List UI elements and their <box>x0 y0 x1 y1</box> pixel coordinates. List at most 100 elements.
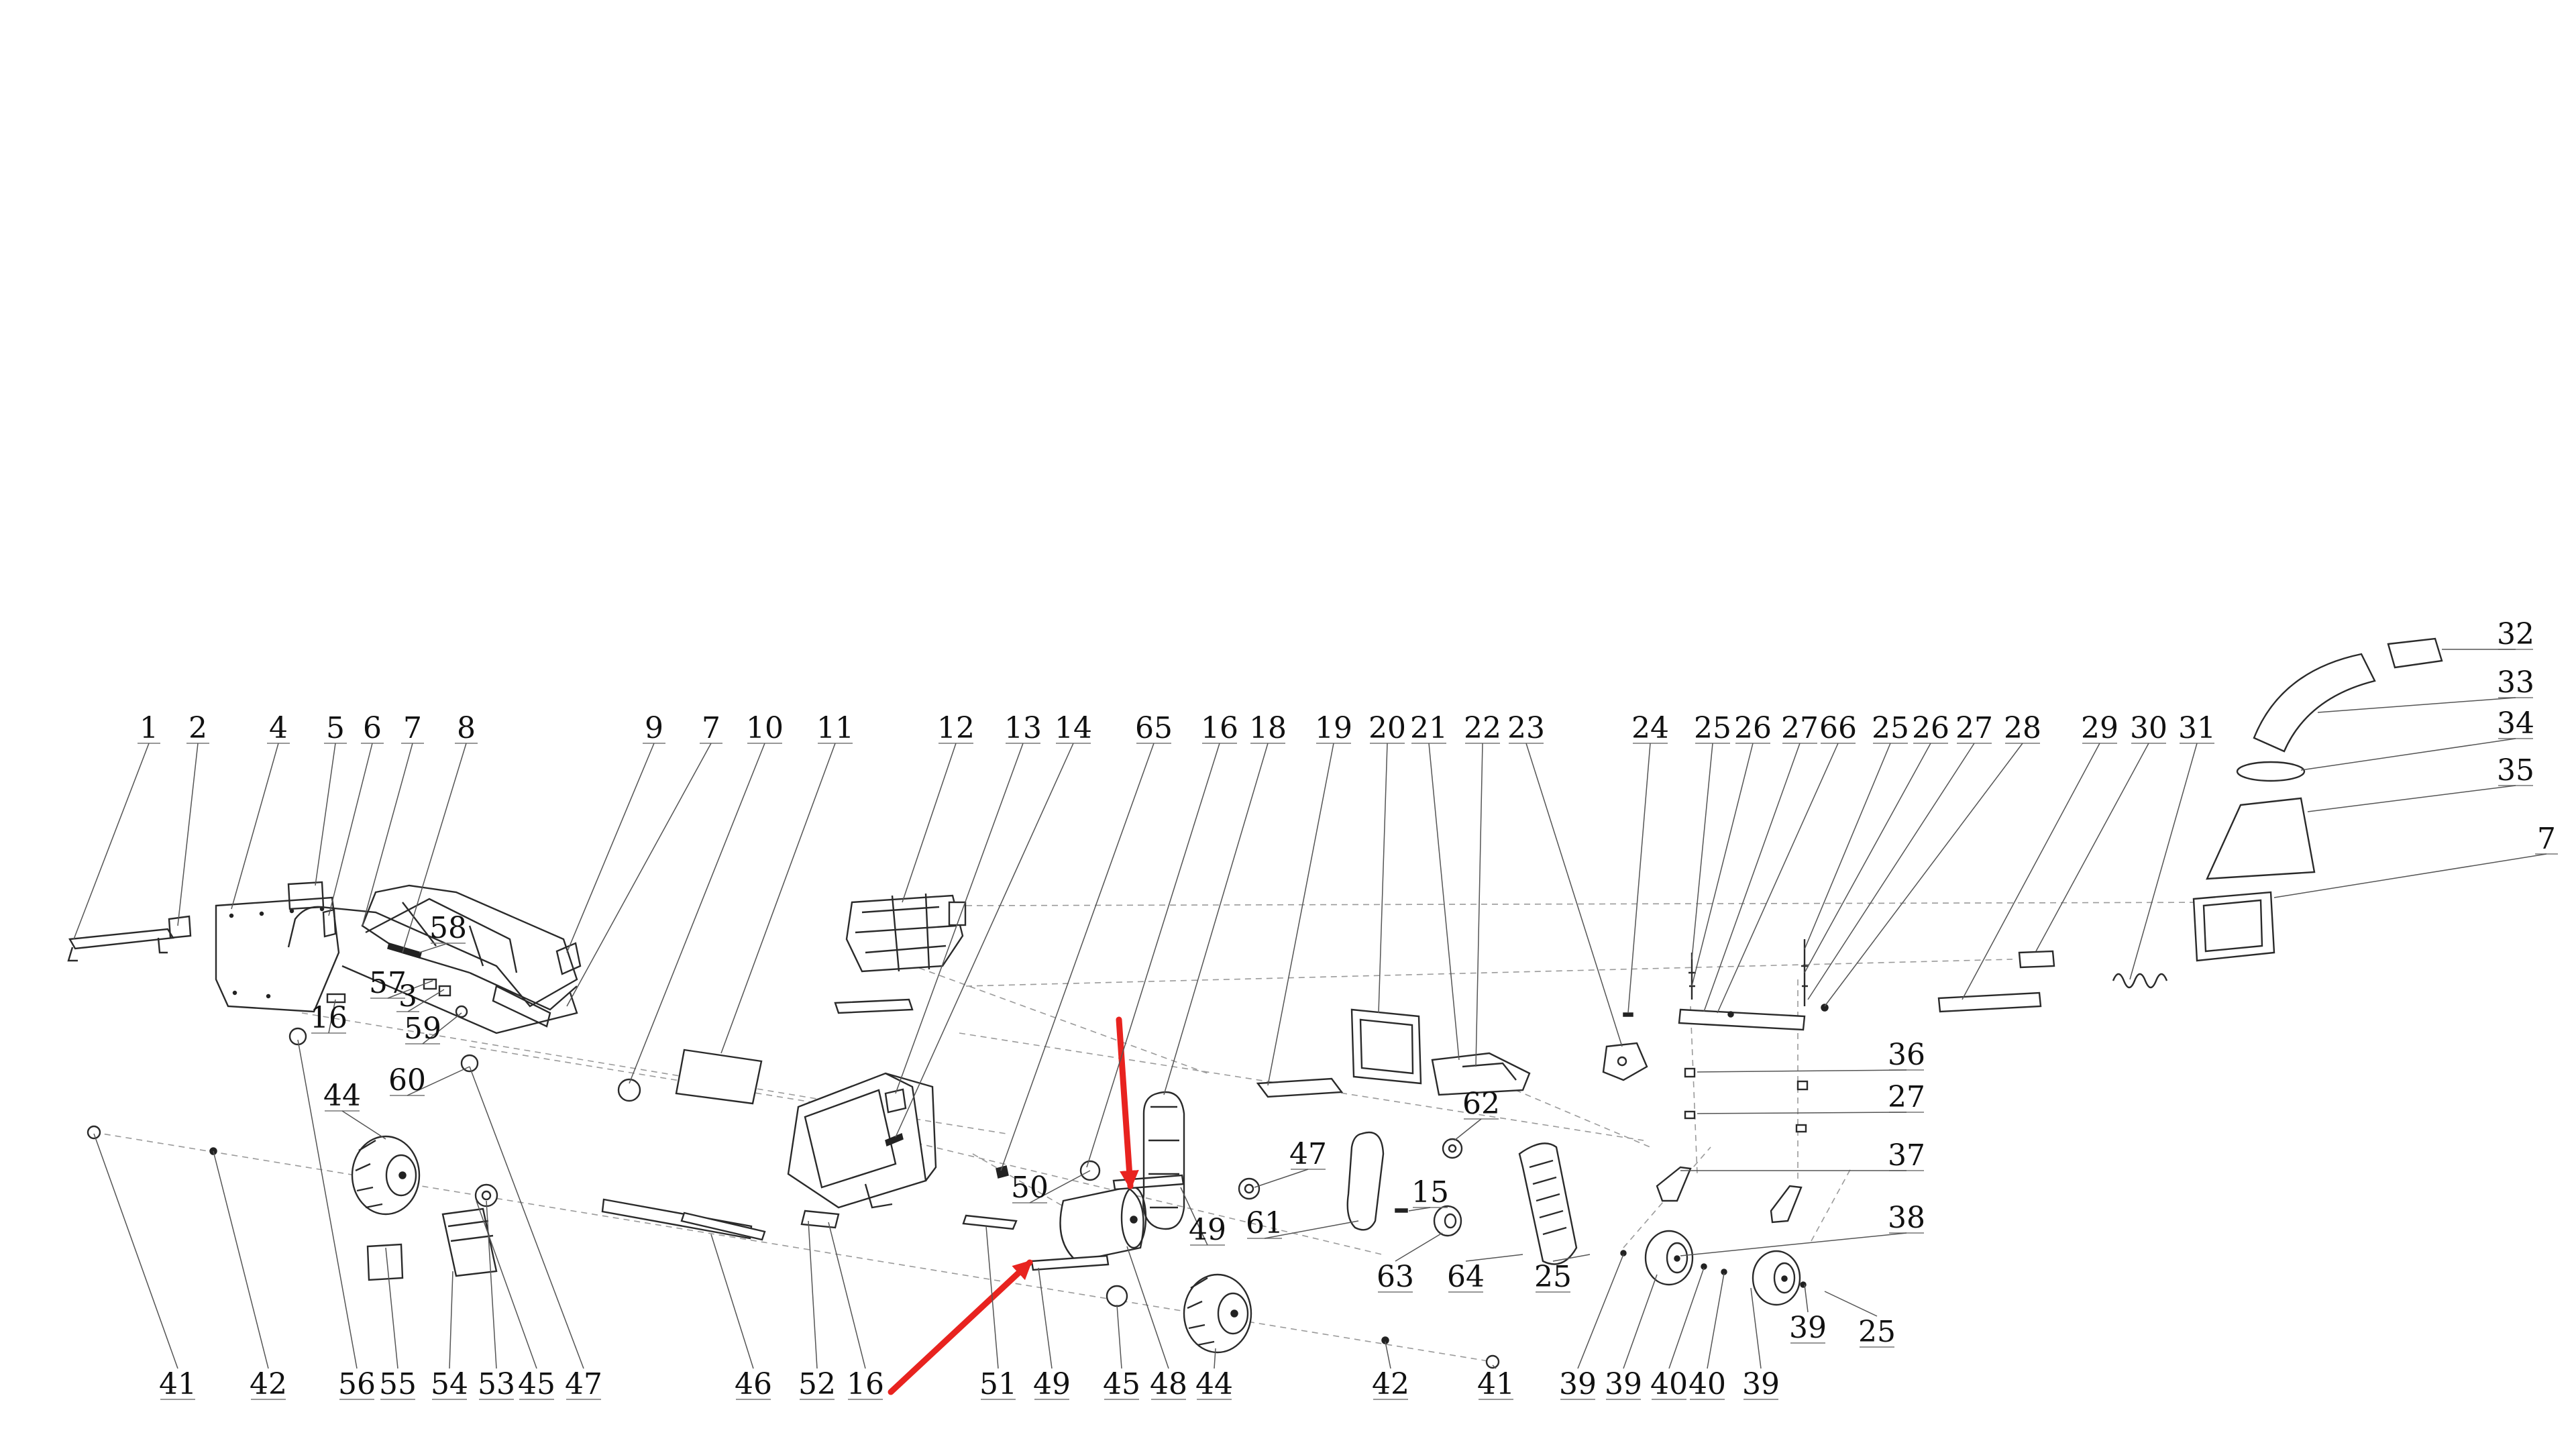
part-belt-18 <box>1142 1091 1185 1230</box>
part-plate-52 <box>800 1210 840 1229</box>
leader-line <box>1395 1232 1443 1262</box>
leader-line <box>213 1150 269 1369</box>
part-frame-20 <box>1350 1008 1422 1085</box>
part-wheel-44-left <box>351 1135 421 1216</box>
leader-line <box>1804 743 1931 973</box>
part-plate-19 <box>1256 1077 1344 1098</box>
leader-line <box>1126 1246 1169 1369</box>
callout-label: 61 <box>1246 1206 1283 1240</box>
part-engine-12 <box>834 893 967 1014</box>
leader-line <box>985 1226 999 1369</box>
part-handle-frame <box>287 884 578 1008</box>
callout-label: 40 <box>1650 1367 1688 1401</box>
leader-line <box>362 743 413 926</box>
callout-label: 2 <box>189 711 207 745</box>
callout-label: 25 <box>1534 1260 1572 1294</box>
part-bolt-24 <box>1623 1012 1633 1017</box>
part-pin-27a <box>1684 1110 1696 1120</box>
leader-line <box>297 1039 358 1369</box>
leader-line <box>1038 1267 1053 1369</box>
callout-label: 20 <box>1368 711 1406 745</box>
part-plate-2 <box>168 915 192 939</box>
leader-line <box>1385 1341 1391 1369</box>
leader-line <box>629 743 765 1084</box>
callout-label: 47 <box>565 1367 602 1401</box>
callout-label: 7 <box>702 711 720 745</box>
part-bolt-15 <box>1395 1208 1408 1213</box>
callout-label: 16 <box>1201 711 1238 745</box>
callout-label: 39 <box>1605 1367 1642 1401</box>
leader-lines <box>73 649 2558 1400</box>
callout-label: 52 <box>798 1367 836 1401</box>
leader-line <box>2300 738 2516 771</box>
part-bracket-22 <box>1431 1052 1531 1096</box>
part-nut-41-left <box>87 1125 101 1140</box>
part-pulley-62 <box>1442 1138 1463 1159</box>
part-cap-32 <box>2387 637 2443 669</box>
callout-label: 45 <box>1103 1367 1140 1401</box>
leader-line <box>2307 785 2516 812</box>
leader-line <box>1691 743 1754 987</box>
part-chute-box-7 <box>2192 891 2275 962</box>
callout-label: 11 <box>816 711 854 745</box>
callout-label: 12 <box>937 711 975 745</box>
leader-line <box>1492 1364 1497 1369</box>
leader-line <box>1000 743 1155 1171</box>
leader-line <box>1264 1220 1359 1239</box>
callout-label: 26 <box>1912 711 1949 745</box>
leader-line <box>422 1012 462 1044</box>
leader-line <box>1378 743 1388 1014</box>
callout-label: 31 <box>2178 711 2216 745</box>
callout-label: 56 <box>338 1367 376 1401</box>
callout-label: 50 <box>1011 1171 1049 1205</box>
callout-label: 7 <box>403 711 422 745</box>
part-axle-46b <box>680 1212 766 1241</box>
callout-label: 44 <box>323 1079 361 1113</box>
callout-label: 3 <box>398 979 417 1014</box>
part-handle-frame-inner <box>365 898 518 973</box>
part-fork-37-left <box>1656 1166 1692 1202</box>
leader-line <box>1703 743 1801 1012</box>
part-caster-wheel-left <box>1644 1230 1694 1286</box>
callout-label: 27 <box>1955 711 1993 745</box>
leader-line <box>328 743 373 916</box>
leader-line <box>1824 1291 1878 1317</box>
parts <box>67 637 2443 1369</box>
leader-line <box>177 743 199 926</box>
leader-line <box>2035 743 2149 952</box>
part-drum-48 <box>1059 1186 1147 1263</box>
leader-line <box>73 743 150 940</box>
part-washer-3 <box>438 985 451 997</box>
leader-line <box>407 1066 470 1096</box>
leader-line <box>1697 1069 1907 1073</box>
leader-line <box>566 743 712 1007</box>
part-belt-61 <box>1346 1131 1385 1231</box>
leader-line <box>1697 1112 1907 1114</box>
callout-label: 49 <box>1033 1367 1071 1401</box>
callout-label: 66 <box>1819 711 1857 745</box>
part-tube-29 <box>1937 991 2042 1013</box>
callout-label: 58 <box>429 911 467 945</box>
part-bracket-30 <box>2018 950 2055 969</box>
leader-line <box>1627 743 1651 1014</box>
callout-label: 53 <box>478 1367 515 1401</box>
part-nut-41-right <box>1485 1354 1500 1369</box>
leader-line <box>828 1222 866 1369</box>
arrow-down <box>1116 1016 1139 1190</box>
callout-label: 39 <box>1559 1367 1597 1401</box>
leader-line <box>93 1133 178 1369</box>
callout-label: 45 <box>518 1367 555 1401</box>
part-bolt-16a <box>326 993 346 1004</box>
callout-label: 51 <box>979 1367 1017 1401</box>
callout-label: 54 <box>431 1367 468 1401</box>
arrow-diagonal <box>888 1259 1033 1395</box>
part-washer-57 <box>423 978 437 990</box>
callout-label: 10 <box>746 711 784 745</box>
callout-label: 55 <box>379 1367 417 1401</box>
leader-line <box>1804 743 1891 950</box>
callout-label: 37 <box>1888 1138 1925 1173</box>
part-bolt-58 <box>387 943 422 959</box>
callout-label: 26 <box>1734 711 1772 745</box>
callout-label: 16 <box>847 1367 884 1401</box>
